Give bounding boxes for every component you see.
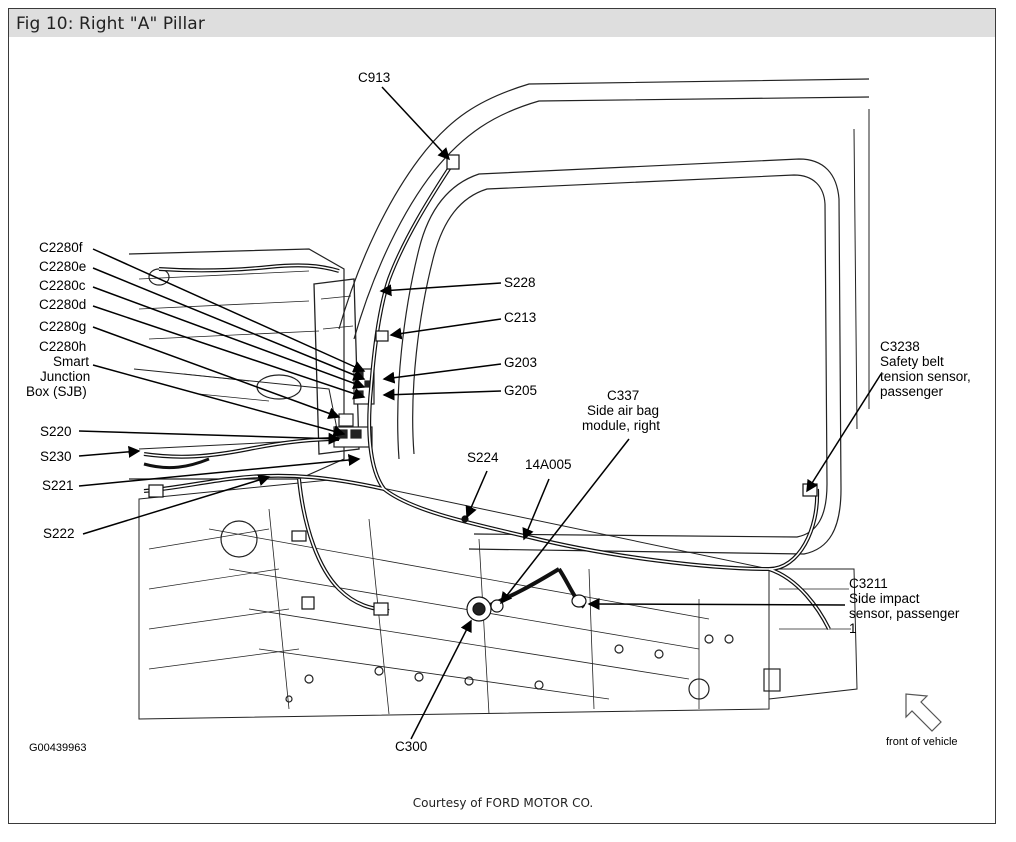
title-bar: Fig 10: Right "A" Pillar: [9, 9, 995, 37]
label-14a005: 14A005: [525, 457, 572, 472]
label-c3238-line3: tension sensor,: [880, 369, 971, 384]
connectors: [148, 154, 818, 622]
label-c2280f: C2280f: [39, 240, 83, 255]
connector-c3211: [571, 594, 587, 608]
label-c2280d: C2280d: [39, 297, 86, 312]
label-c3211-line2: Side impact: [849, 591, 920, 606]
label-c337-line3: module, right: [582, 418, 660, 433]
label-c3238: C3238: [880, 339, 920, 354]
label-g203: G203: [504, 355, 537, 370]
label-c213: C213: [504, 310, 536, 325]
label-g205: G205: [504, 383, 537, 398]
figure-frame: Fig 10: Right "A" Pillar: [8, 8, 996, 824]
label-s221: S221: [42, 478, 74, 493]
direction-label: front of vehicle: [886, 736, 958, 748]
label-s228: S228: [504, 275, 536, 290]
label-c3238-line2: Safety belt: [880, 354, 944, 369]
label-sjb-line2: Junction: [40, 369, 90, 384]
diagram-labels: C913 C2280f C2280e C2280c C2280d C2280g …: [26, 70, 971, 754]
courtesy-credit: Courtesy of FORD MOTOR CO.: [412, 796, 594, 810]
label-s222: S222: [43, 526, 75, 541]
connector-c337: [490, 599, 504, 613]
label-sjb-line3: Box (SJB): [26, 384, 87, 399]
wiring-diagram: C913 C2280f C2280e C2280c C2280d C2280g …: [26, 70, 971, 754]
label-sjb-line1: Smart: [53, 354, 89, 369]
label-c2280c: C2280c: [39, 278, 86, 293]
leader-lines: [78, 86, 882, 740]
label-s224: S224: [467, 450, 499, 465]
label-c3211-line3: sensor, passenger: [849, 606, 960, 621]
label-c2280h: C2280h: [39, 339, 86, 354]
label-c3238-line4: passenger: [880, 384, 944, 399]
label-s230: S230: [40, 449, 72, 464]
label-c913: C913: [358, 70, 390, 85]
label-c3211: C3211: [849, 576, 888, 591]
label-c2280g: C2280g: [39, 319, 86, 334]
label-s220: S220: [40, 424, 72, 439]
connector-c213: [375, 330, 389, 342]
label-c2280e: C2280e: [39, 259, 86, 274]
front-direction-arrow-icon: [905, 693, 942, 732]
wiring-harness: [143, 159, 831, 630]
label-c3211-line4: 1: [849, 621, 857, 636]
vehicle-body-drawing: [128, 78, 870, 720]
connector-c913: [446, 154, 460, 170]
figure-title: Fig 10: Right "A" Pillar: [16, 14, 205, 34]
label-c337-line2: Side air bag: [587, 403, 659, 418]
figure-id: G00439963: [29, 742, 87, 754]
label-c300: C300: [395, 739, 427, 754]
label-c337: C337: [607, 388, 639, 403]
